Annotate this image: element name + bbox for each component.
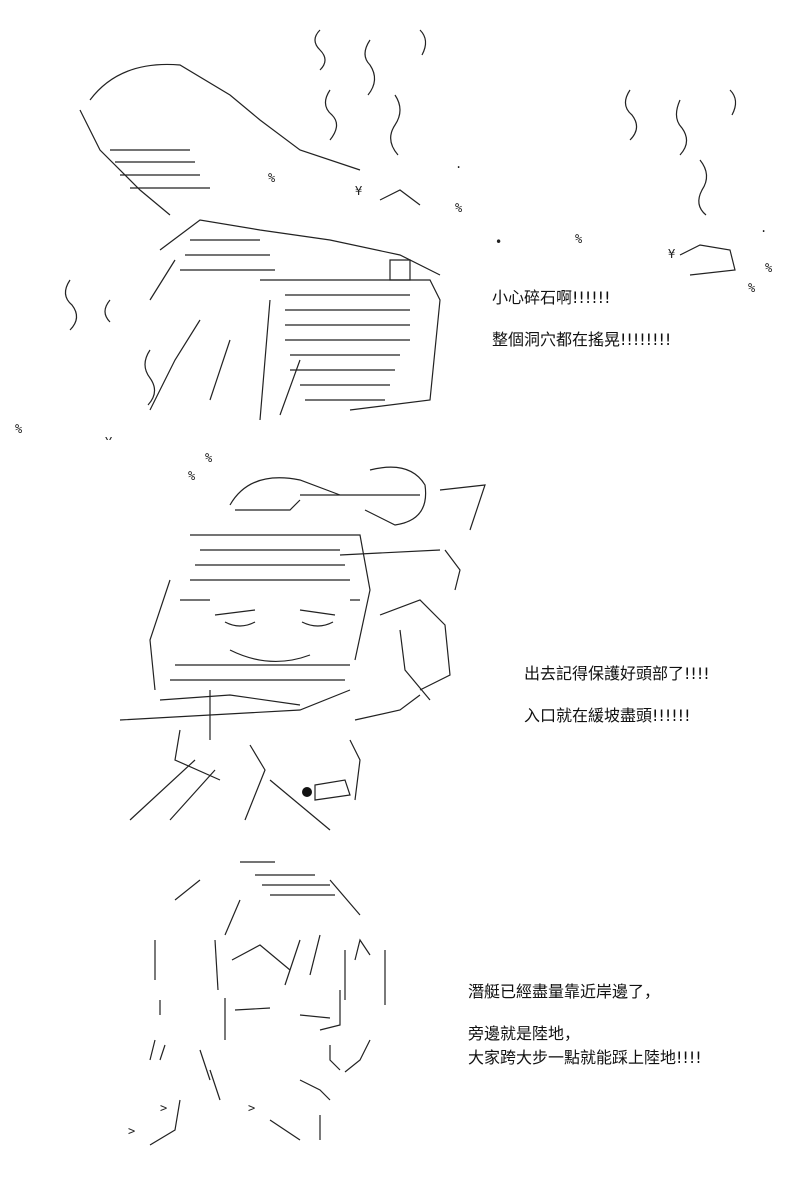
svg-text:%: % [748, 281, 756, 295]
svg-text:>: > [128, 1124, 135, 1138]
helmet-character-illustration: % % [119, 451, 486, 831]
svg-text:¥: ¥ [355, 184, 363, 198]
svg-text:¥: ¥ [668, 247, 676, 261]
svg-text:>: > [248, 1101, 255, 1115]
caption-line: 潛艇已經盡量靠近岸邊了， [468, 982, 661, 1001]
girl-character-illustration: > > > [128, 861, 386, 1146]
svg-text:¥: ¥ [105, 435, 113, 440]
caption-line: 整個洞穴都在搖晃!!!!!!!! [492, 330, 672, 349]
caption-line: 大家跨大步一點就能踩上陸地!!!! [468, 1048, 702, 1067]
caption-bubble-2: 出去記得保護好頭部了!!!! 入口就在緩坡盡頭!!!!!! [524, 662, 710, 728]
cave-rockfall-illustration: % % % % % % ¥ ¥ ¥ . • . [15, 29, 773, 440]
svg-text:%: % [205, 451, 213, 465]
svg-text:>: > [160, 1101, 167, 1115]
caption-line: 旁邊就是陸地， [468, 1024, 581, 1043]
svg-text:%: % [455, 201, 463, 215]
svg-text:%: % [15, 422, 23, 436]
caption-bubble-3: 潛艇已經盡量靠近岸邊了， 旁邊就是陸地， 大家跨大步一點就能踩上陸地!!!! [468, 980, 702, 1070]
svg-text:%: % [575, 232, 583, 246]
svg-text:%: % [268, 171, 276, 185]
panel-cave-shaking: % % % % % % ¥ ¥ ¥ . • . 小心碎石啊!!!!!! 整個洞穴… [0, 0, 800, 440]
caption-line: 小心碎石啊!!!!!! [492, 288, 611, 307]
svg-text:.: . [455, 157, 462, 171]
caption-line: 出去記得保護好頭部了!!!! [524, 664, 710, 683]
svg-text:%: % [765, 261, 773, 275]
svg-text:%: % [188, 469, 196, 483]
svg-text:•: • [495, 235, 502, 249]
panel-helmet-guide: % % 出去記得保護好頭部了!!!! 入口就在緩坡盡頭!!!!!! [0, 440, 800, 840]
caption-bubble-1: 小心碎石啊!!!!!! 整個洞穴都在搖晃!!!!!!!! [492, 286, 671, 352]
svg-text:.: . [760, 221, 767, 235]
panel-submarine-shore: > > > 潛艇已經盡量靠近岸邊了， 旁邊就是陸地， 大家跨大步一點就能踩上陸地… [0, 840, 800, 1200]
caption-line: 入口就在緩坡盡頭!!!!!! [524, 706, 691, 725]
